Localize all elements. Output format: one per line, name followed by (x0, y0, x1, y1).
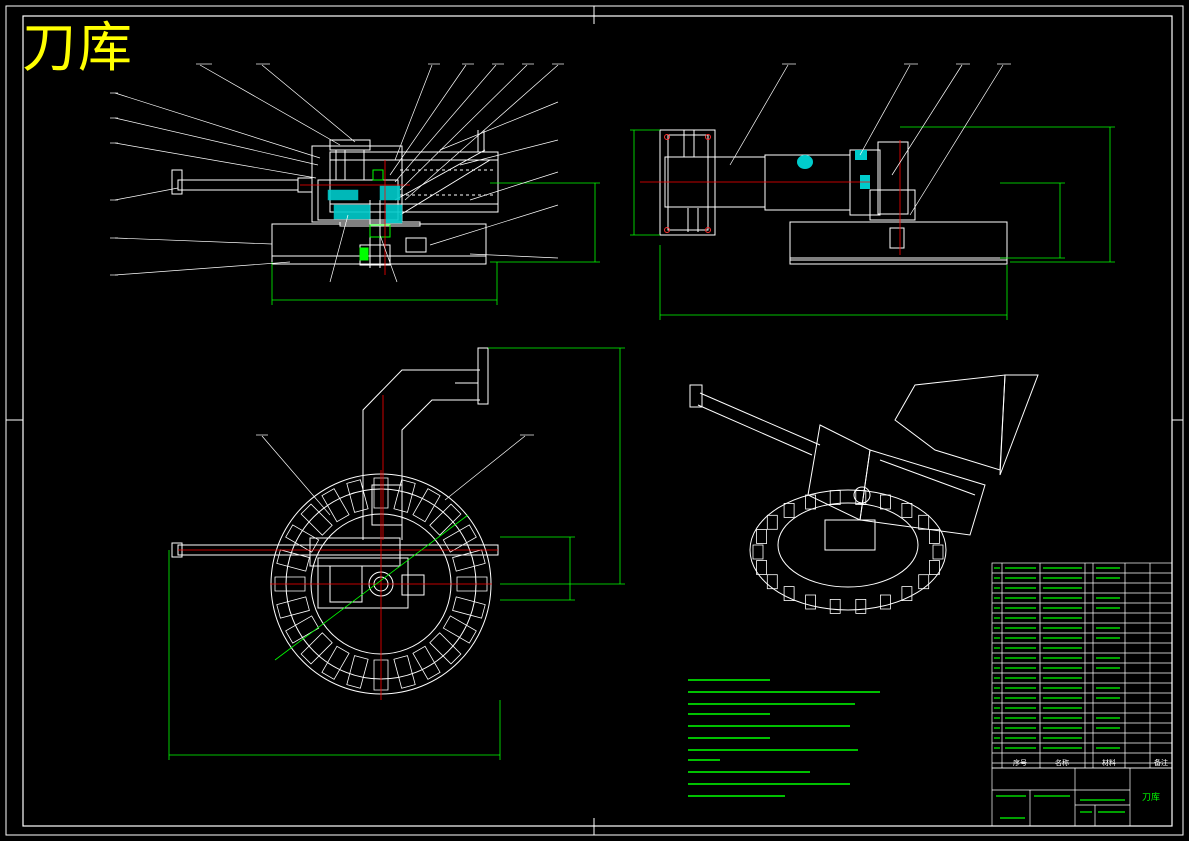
tool-pocket (412, 645, 441, 680)
iso-tool-pocket (756, 529, 767, 544)
iso-tool-pocket (752, 544, 764, 560)
parts-list-fill (994, 567, 1120, 749)
iso-tool-pocket (756, 560, 767, 575)
title-block-fill (996, 795, 1125, 819)
tool-pocket (285, 524, 320, 553)
top-view-leaders (729, 63, 1011, 216)
top-view (659, 129, 1008, 265)
parts-list (991, 562, 1173, 769)
tool-pocket (456, 576, 488, 592)
top-view-centerline (640, 140, 901, 255)
top-view-dimensions (630, 126, 1115, 320)
iso-tool-pocket (805, 594, 816, 610)
centering-marks (6, 6, 1183, 835)
title-block (991, 767, 1173, 827)
iso-tool-pocket (783, 502, 795, 518)
tool-pocket (452, 596, 486, 619)
iso-tool-pocket (855, 490, 867, 506)
front-view-dimensions (271, 182, 600, 305)
iso-tool-pocket (829, 599, 841, 614)
tool-pocket (276, 596, 310, 619)
iso-tool-pocket (918, 514, 930, 530)
top-view-holes (664, 134, 711, 233)
iso-tool-pocket (918, 574, 930, 590)
iso-tool-pocket (929, 529, 940, 544)
iso-tool-pocket (855, 599, 867, 614)
parts-header-remark: 备注 (1154, 758, 1168, 767)
iso-tool-pocket (932, 544, 944, 560)
isometric-pockets (752, 490, 944, 614)
iso-tool-pocket (766, 514, 778, 530)
carousel-pockets (274, 477, 488, 691)
inner-border (22, 15, 1173, 827)
iso-tool-pocket (901, 586, 913, 601)
carousel-centerlines (178, 395, 498, 700)
tool-pocket (346, 655, 369, 689)
tool-pocket (442, 615, 477, 644)
carousel-leaders (256, 434, 534, 516)
iso-tool-pocket (929, 560, 940, 575)
tool-pocket (412, 488, 441, 523)
tool-pocket (373, 659, 389, 691)
tool-pocket (429, 503, 462, 536)
iso-tool-pocket (805, 494, 816, 510)
carousel-dimensions (168, 347, 625, 760)
iso-tool-pocket (880, 494, 891, 510)
drawing-title: 刀库 (22, 16, 134, 79)
front-section-centerline (300, 160, 410, 275)
parts-header-material: 材料 (1102, 758, 1116, 767)
tool-pocket (321, 645, 350, 680)
tool-pocket (276, 549, 310, 572)
tool-pocket (452, 549, 486, 572)
iso-tool-pocket (783, 586, 795, 601)
parts-header-name: 名称 (1055, 758, 1069, 767)
tool-pocket (285, 615, 320, 644)
tool-pocket (346, 479, 369, 513)
tool-pocket (429, 632, 462, 665)
tool-pocket (393, 479, 416, 513)
iso-tool-pocket (880, 594, 891, 610)
tool-pocket (300, 503, 333, 536)
tool-pocket (442, 524, 477, 553)
front-section-green-parts (359, 169, 391, 261)
top-view-hatch (797, 150, 870, 189)
iso-tool-pocket (901, 502, 913, 518)
isometric-view (689, 374, 1039, 611)
tool-pocket (274, 576, 306, 592)
tool-pocket (393, 655, 416, 689)
tool-pocket (373, 477, 389, 509)
tool-pocket (300, 632, 333, 665)
front-view-balloons (110, 63, 564, 276)
outer-border (5, 5, 1184, 836)
title-block-drawing-name: 刀库 (1142, 791, 1160, 803)
front-section-hatch (327, 185, 403, 224)
parts-header-seq: 序号 (1013, 758, 1027, 767)
iso-tool-pocket (766, 574, 778, 590)
iso-tool-pocket (829, 490, 841, 506)
front-view-leaders (114, 64, 559, 283)
tool-pocket (321, 488, 350, 523)
technical-notes (688, 679, 880, 797)
